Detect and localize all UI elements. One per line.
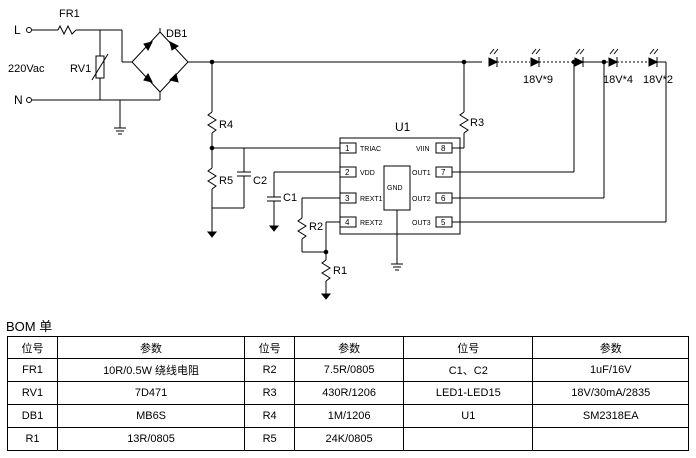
u1-right-pins: 8 VIIN 7 OUT1 6 OUT2 5 OUT3 [412,142,453,228]
pin-name: VDD [360,170,375,177]
led-diode [530,57,541,67]
pin-num: 1 [345,144,350,153]
table-cell: FR1 [6,358,59,382]
table-cell: R1 [6,427,59,451]
table-row: DB1 MB6S R4 1M/1206 U1 SM2318EA [6,404,689,428]
db1-label: DB1 [166,28,187,40]
led-diode [488,57,499,67]
table-row: FR1 10R/0.5W 绕线电阻 R2 7.5R/0805 C1、C2 1uF… [6,358,689,382]
r1-label: R1 [333,265,347,277]
pin-name: TRIAC [360,146,381,153]
led-diode [608,57,619,67]
fr1-resistor [57,24,77,36]
pin-name: REXT1 [360,196,383,203]
header-cell: 位号 [244,336,296,359]
u1-label: U1 [395,120,411,134]
table-cell: R5 [244,427,296,451]
rv1-label: RV1 [70,63,91,75]
pin-num: 2 [345,168,350,177]
table-cell: C1、C2 [403,358,534,382]
pin-num: 7 [441,168,446,177]
line-terminal-label: L [14,23,21,37]
neutral-terminal [26,97,32,103]
pin-num: 5 [441,218,446,227]
table-row: RV1 7D471 R3 430R/1206 LED1-LED15 18V/30… [6,381,689,405]
table-cell [532,427,689,451]
table-cell: 1uF/16V [532,358,689,382]
header-cell: 位号 [403,336,534,359]
u1-left-pins: 1 TRIAC 2 VDD 3 REXT1 4 REXT2 [339,142,383,228]
pin-num: 6 [441,194,446,203]
table-cell: 13R/0805 [57,427,246,451]
table-cell: R3 [244,381,296,405]
line-terminal [26,27,32,33]
pin-name: OUT2 [412,196,431,203]
table-cell: R2 [244,358,296,382]
table-cell: 1M/1206 [294,404,405,428]
header-cell: 参数 [57,336,246,359]
c1-label: C1 [283,192,297,204]
table-cell: RV1 [6,381,59,405]
header-cell: 参数 [294,336,405,359]
pin-name: OUT3 [412,220,431,227]
u1-ic [339,137,461,235]
r4-label: R4 [219,119,233,131]
r4-resistor [207,111,217,134]
table-cell: LED1-LED15 [403,381,534,405]
pin-num: 8 [441,144,446,153]
pin-name: VIIN [416,146,430,153]
table-cell: MB6S [57,404,246,428]
r5-label: R5 [219,175,233,187]
table-cell: SM2318EA [532,404,689,428]
table-cell: DB1 [6,404,59,428]
r5-resistor [207,167,217,190]
neutral-terminal-label: N [14,93,23,107]
table-cell: U1 [403,404,534,428]
c2-label: C2 [253,175,267,187]
led-chain [488,48,666,67]
led-group-label: 18V*9 [523,74,553,86]
circuit-schematic: L FR1 220Vac N RV1 DB1 R4 R5 [8,8,673,300]
table-cell: 430R/1206 [294,381,405,405]
fr1-label: FR1 [59,8,80,20]
table-cell: 7.5R/0805 [294,358,405,382]
voltage-label: 220Vac [8,63,45,75]
led-group-label: 18V*2 [643,74,673,86]
table-cell: R4 [244,404,296,428]
bom-header-row: 位号 参数 位号 参数 位号 参数 [6,336,689,359]
r3-resistor [459,111,469,134]
table-cell: 10R/0.5W 绕线电阻 [57,358,246,382]
table-cell: 7D471 [57,381,246,405]
header-cell: 参数 [532,336,689,359]
table-row: R1 13R/0805 R5 24K/0805 [6,427,689,451]
pin-num: 4 [345,218,350,227]
r2-resistor [297,217,307,240]
bom-title: BOM 单 [6,319,53,334]
pin-name: REXT2 [360,220,383,227]
r2-label: R2 [309,221,323,233]
header-cell: 位号 [6,336,59,359]
led-group-label: 18V*4 [603,74,633,86]
u1-gnd-label: GND [387,185,403,192]
pin-num: 3 [345,194,350,203]
pin-name: OUT1 [412,170,431,177]
r3-label: R3 [470,117,484,129]
table-cell: 24K/0805 [294,427,405,451]
db1-bridge-rectifier [131,31,189,93]
r1-resistor [321,259,331,282]
table-cell: 18V/30mA/2835 [532,381,689,405]
bom-table: 位号 参数 位号 参数 位号 参数 FR1 10R/0.5W 绕线电阻 R2 7… [6,336,689,451]
table-cell [403,427,534,451]
led-diode [648,57,659,67]
